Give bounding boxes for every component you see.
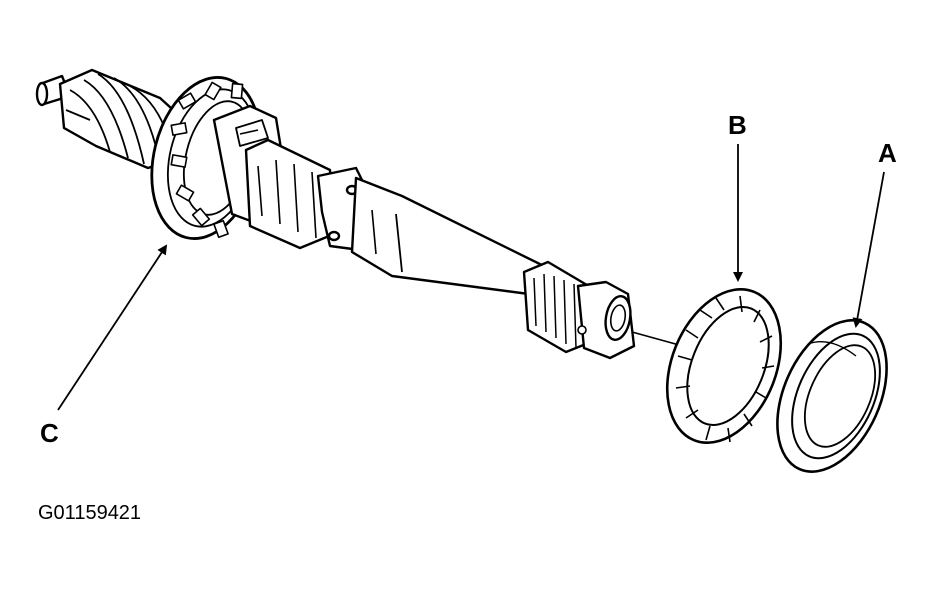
arrow-a — [852, 171, 885, 328]
label-b: B — [728, 110, 747, 140]
figure-code: G01159421 — [38, 502, 142, 524]
label-c: C — [40, 418, 59, 448]
label-a: A — [878, 138, 897, 168]
oil-seal-a — [776, 319, 888, 473]
shaft-assembly — [35, 68, 636, 360]
arrow-c — [57, 244, 168, 411]
thrust-washer-b — [665, 288, 783, 444]
